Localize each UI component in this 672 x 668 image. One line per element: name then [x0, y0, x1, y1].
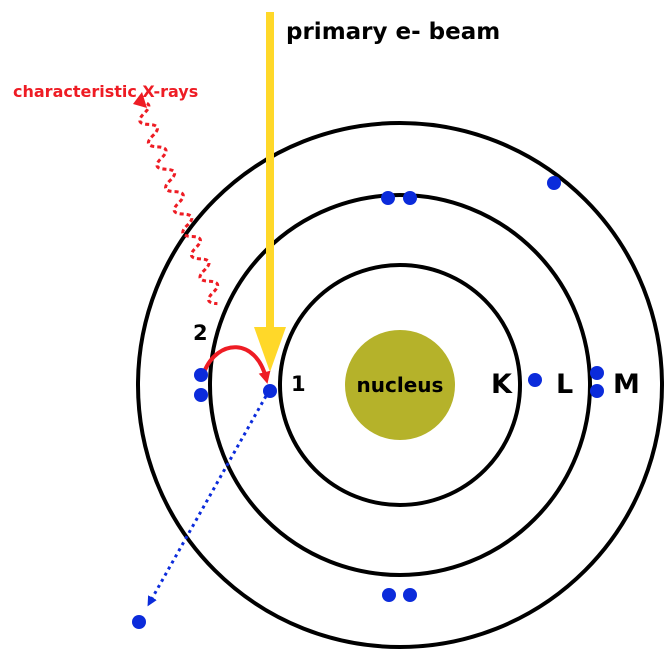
- shell-m-label: M: [613, 369, 640, 400]
- electron-k-right: [528, 373, 542, 387]
- shell-l-ring: [208, 193, 592, 577]
- shell-l-label: L: [556, 369, 573, 400]
- primary-beam-arrow: [254, 12, 286, 372]
- nucleus-label: nucleus: [357, 373, 444, 397]
- step-1-label: 1: [291, 372, 306, 396]
- electron-l-bottom-2: [403, 588, 417, 602]
- electron-ejected: [132, 615, 146, 629]
- step-2-label: 2: [193, 321, 208, 345]
- xray-wave: [138, 100, 220, 306]
- xrays-label: characteristic X-rays: [13, 82, 198, 101]
- electron-l-top-1: [381, 191, 395, 205]
- transition-arrow: [202, 345, 271, 384]
- electron-k-vacancy: [263, 384, 277, 398]
- xray-arrowhead: [133, 92, 147, 108]
- electron-l-right-2: [590, 384, 604, 398]
- shell-m-ring: [136, 121, 664, 649]
- electron-l-left-1: [194, 368, 208, 382]
- shell-k-ring: [278, 263, 522, 507]
- electron-m-top: [547, 176, 561, 190]
- shell-k-label: K: [491, 369, 513, 400]
- electron-l-right-1: [590, 366, 604, 380]
- electron-l-top-2: [403, 191, 417, 205]
- nucleus: [345, 330, 455, 440]
- beam-label: primary e- beam: [286, 19, 500, 45]
- electron-l-left-2: [194, 388, 208, 402]
- electron-l-bottom-1: [382, 588, 396, 602]
- ejected-electron-path: [147, 395, 268, 607]
